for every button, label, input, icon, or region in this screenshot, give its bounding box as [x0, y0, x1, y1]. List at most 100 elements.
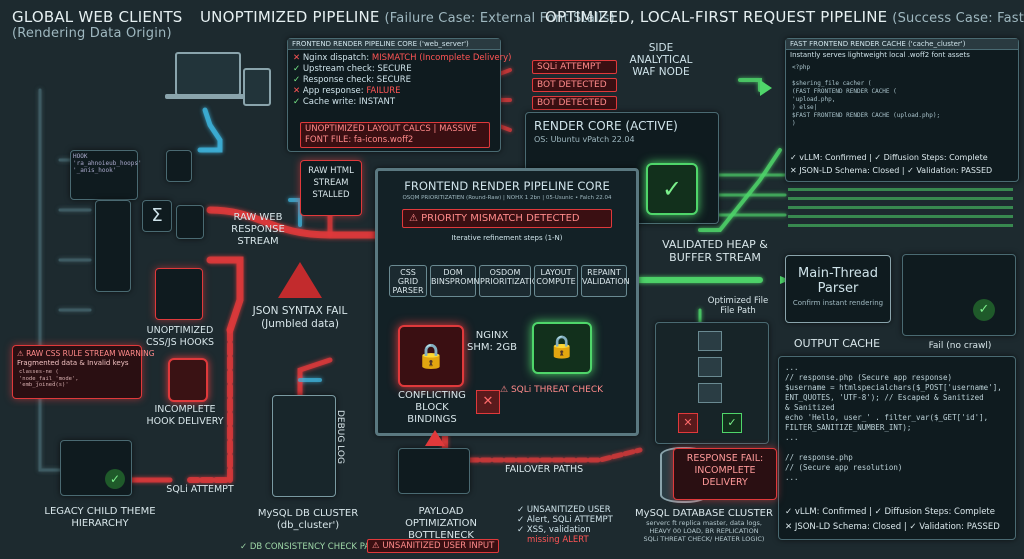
- lock-ok-icon: 🔒: [532, 322, 592, 374]
- ws-line-2: ✓ Upstream check: SECURE: [293, 64, 495, 75]
- ws-line-text: Upstream check: SECURE: [302, 64, 412, 74]
- ws-line-5: ✓ Cache write: INSTANT: [293, 97, 495, 108]
- failover-label: FAILOVER PATHS: [505, 464, 584, 475]
- mysql-right-line: SQLi THREAT CHECK/ HEATER LOGIC): [643, 535, 765, 543]
- legacy-doc-icon: ✓: [60, 440, 132, 496]
- unsanitized-item: ✓ UNSANITIZED USER: [517, 505, 611, 515]
- parser-title: Main-Thread Parser: [798, 266, 878, 296]
- tablet-icon: [243, 68, 271, 106]
- mysql-right: MySQL DATABASE CLUSTER serverc ft replic…: [628, 508, 780, 543]
- waf-alert-bot: BOT DETECTED: [532, 78, 617, 92]
- progress-bars: [788, 188, 1013, 228]
- render-core-os: OS: Ubuntu vPatch 22.04: [534, 135, 635, 144]
- payload-box: [398, 448, 470, 494]
- mysql-right-title: MySQL DATABASE CLUSTER: [635, 508, 773, 519]
- client-snippet-line: 'ra_ahnoieub_hoops': [73, 160, 142, 167]
- hooks-box: [155, 268, 203, 320]
- file-stack-icon: [95, 200, 131, 292]
- warning-icon: ⚠: [372, 541, 383, 551]
- code-line: $username = htmlspecialchars($_POST['use…: [785, 383, 1002, 392]
- mysql-right-line: serverc ft replica master, data logs,: [646, 519, 762, 527]
- ws-line-text: Response check: SECURE: [302, 75, 412, 85]
- conflict-label: CONFLICTING BLOCK BINDINGS: [398, 390, 466, 425]
- fast-cache-title: FAST FRONTEND RENDER CACHE ('cache_clust…: [786, 39, 1018, 50]
- incomplete-hook-label: INCOMPLETE HOOK DELIVERY: [146, 404, 224, 427]
- unsanitized-list: ✓ UNSANITIZED USER ✓ Alert, SQLi ATTEMPT…: [517, 505, 613, 545]
- code-line: ...: [785, 433, 799, 442]
- php-status-1: ✓ vLLM: Confirmed | ✓ Diffusion Steps: C…: [785, 507, 995, 517]
- core-sub: OSQM PRIORITIZATIEN (Round-Raw) | NOHX 1…: [402, 195, 612, 201]
- alert-x-icon: ✕: [476, 390, 500, 414]
- unopt-title: UNOPTIMIZED PIPELINE (Failure Case: Exte…: [200, 8, 615, 26]
- waf-title: SIDE ANALYTICAL WAF NODE: [629, 42, 693, 78]
- db-check-label: ✓ DB CONSISTENCY CHECK PASSED: [240, 542, 393, 552]
- document-icon: [176, 205, 204, 239]
- unsanitized-item: missing ALERT: [527, 535, 589, 545]
- shield-node-icon: ✓: [722, 413, 742, 433]
- raw-css-title-text: RAW CSS RULE STREAM WARNING: [26, 349, 155, 358]
- opt-title-main: OPTIMIZED, LOCAL-FIRST REQUEST PIPELINE: [545, 8, 888, 26]
- debug-log-vertical: DEBUG LOG: [335, 410, 345, 464]
- laptop-base: [165, 94, 249, 99]
- code-line: // response.php (Secure app response): [785, 373, 953, 382]
- node-icon: [698, 383, 722, 403]
- code-line: (FAST FRONTEND RENDER CACHE (: [792, 88, 897, 95]
- code-line: ...: [785, 473, 799, 482]
- code-line: // response.php: [785, 453, 853, 462]
- sqli-check-label: ⚠ SQLi THREAT CHECK: [500, 385, 603, 395]
- code-line: $shering_file cacher (: [792, 80, 872, 87]
- code-line: <?php: [792, 64, 811, 71]
- render-core-title: RENDER CORE (ACTIVE): [534, 119, 678, 133]
- warning-icon: ⚠: [409, 213, 422, 224]
- ws-line-val: FAILURE: [366, 86, 401, 96]
- fast-cache-status-1: ✓ vLLM: Confirmed | ✓ Diffusion Steps: C…: [790, 153, 988, 162]
- node-icon: [698, 357, 722, 377]
- node-icon: [698, 331, 722, 351]
- fast-cache-window: FAST FRONTEND RENDER CACHE ('cache_clust…: [785, 38, 1019, 182]
- unsanitized-input-text: UNSANITIZED USER INPUT: [382, 541, 495, 551]
- code-line: // (Secure app resolution): [785, 463, 903, 472]
- client-snippet-line: '_anis_hook': [73, 167, 117, 174]
- x-node-icon: ✕: [678, 413, 698, 433]
- clients-title: GLOBAL WEB CLIENTS: [12, 8, 183, 26]
- code-line: $FAST FRONTEND RENDER CACHE (upload.php)…: [792, 112, 941, 119]
- opt-title-sub: (Success Case: Fast Fonts): [892, 11, 1024, 26]
- database-red-icon: [168, 358, 208, 402]
- code-line: & Sanitized: [785, 403, 835, 412]
- core-title: FRONTEND RENDER PIPELINE CORE: [404, 179, 610, 193]
- sqli-check-text: SQLi THREAT CHECK: [510, 385, 604, 395]
- code-line: ...: [785, 363, 799, 372]
- server-stack-icon: [272, 395, 336, 497]
- ws-line-text: App response:: [302, 86, 367, 96]
- shield-check-icon: ✓: [646, 163, 698, 215]
- code-line: classes-ne (: [19, 369, 59, 375]
- php-status-2: ✕ JSON-LD Schema: Closed | ✓ Validation:…: [785, 522, 1000, 532]
- fail-crawl-label: Fail (no crawl): [928, 341, 992, 351]
- ws-line-text: Nginx dispatch:: [302, 53, 372, 63]
- unopt-layout-alert: UNOPTIMIZED LAYOUT CALCS | MASSIVE FONT …: [300, 122, 490, 148]
- fast-cache-code: <?php $shering_file cacher ( (FAST FRONT…: [786, 60, 1018, 132]
- mysql-left-title-text: MySQL DB CLUSTER: [257, 508, 359, 519]
- step-css-grid: CSS GRID PARSER: [389, 265, 427, 297]
- warning-icon: ⚠: [17, 349, 27, 358]
- step-repaint: REPAINT VALIDATION: [581, 265, 630, 297]
- code-line: [785, 443, 1009, 453]
- output-cache-label: OUTPUT CACHE: [793, 337, 881, 350]
- legacy-label: LEGACY CHILD THEME HIERARCHY: [44, 506, 156, 529]
- main-thread-parser: Main-Thread Parser Confirm instant rende…: [785, 255, 891, 323]
- code-line: 'emb_joined(s)': [19, 382, 69, 388]
- fail-mark: ✕: [293, 86, 301, 96]
- ok-mark: ✓: [293, 64, 301, 74]
- json-fail-warning-icon: [278, 262, 322, 298]
- parser-sub: Confirm instant rendering: [792, 299, 884, 307]
- ws-line-val: MISMATCH (Incomplete Delivery): [371, 53, 512, 63]
- sqli-attempt-label: SQLi ATTEMPT: [166, 484, 234, 495]
- unopt-hooks-label: UNOPTIMIZED CSS/JS HOOKS: [145, 325, 215, 348]
- ws-line-1: ✕ Nginx dispatch: MISMATCH (Incomplete D…: [293, 53, 511, 64]
- opt-title: OPTIMIZED, LOCAL-FIRST REQUEST PIPELINE …: [545, 8, 1024, 26]
- raw-css-warning: ⚠ RAW CSS RULE STREAM WARNING Fragmented…: [12, 345, 155, 399]
- payload-label: PAYLOAD OPTIMIZATION BOTTLENECK: [405, 506, 477, 541]
- step-dom: DOM BINSPROMN: [430, 265, 479, 297]
- warning-icon: ⚠: [500, 385, 511, 395]
- fast-cache-status-2: ✕ JSON-LD Schema: Closed | ✓ Validation:…: [790, 166, 993, 175]
